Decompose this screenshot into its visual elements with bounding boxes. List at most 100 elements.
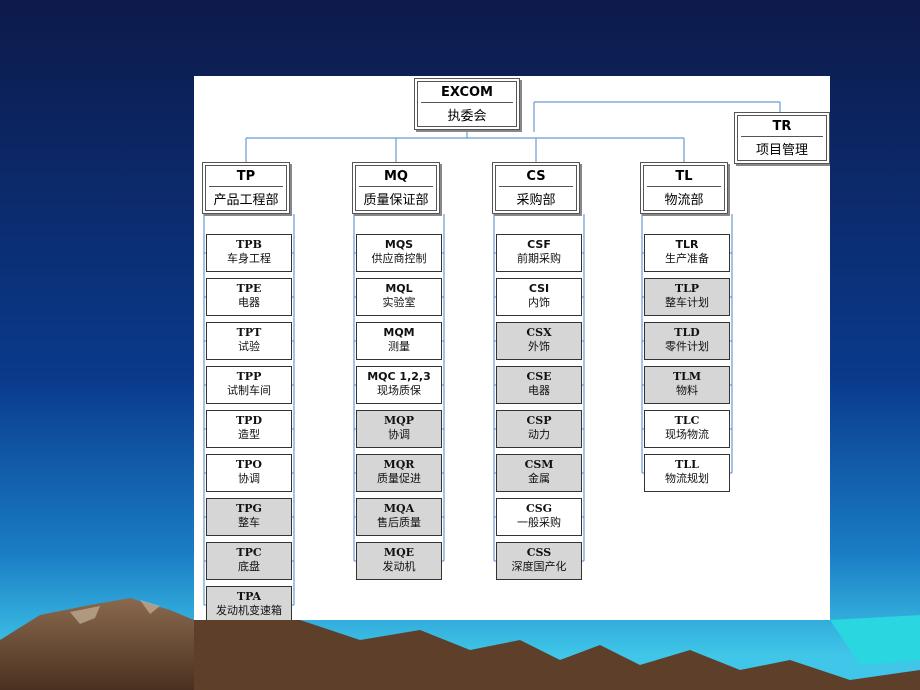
unit-code: CSF — [527, 238, 551, 251]
divider — [209, 186, 283, 187]
unit-name: 一般采购 — [517, 516, 561, 530]
department-code: CS — [526, 169, 546, 184]
department-name: 产品工程部 — [213, 193, 279, 208]
divider — [741, 136, 823, 137]
unit-code: MQC 1,2,3 — [367, 370, 431, 383]
unit-name: 前期采购 — [517, 252, 561, 266]
department-box-tp: TP 产品工程部 — [202, 162, 290, 214]
unit-name: 实验室 — [382, 296, 416, 310]
department-code: TP — [236, 169, 256, 184]
unit-code: TLC — [674, 414, 700, 427]
unit-code: CSE — [526, 370, 552, 383]
tr-name: 项目管理 — [755, 143, 808, 158]
unit-code: TPE — [236, 282, 262, 295]
unit-name: 发动机变速箱 — [216, 604, 282, 618]
unit-name: 现场物流 — [665, 428, 709, 442]
tr-box: TR 项目管理 — [734, 112, 830, 164]
connector-lines — [203, 101, 781, 606]
unit-code: MQE — [383, 546, 415, 559]
department-code: MQ — [384, 169, 408, 184]
unit-code: MQM — [383, 326, 415, 339]
unit-name: 内饰 — [528, 296, 550, 310]
unit-code: TLD — [674, 326, 700, 339]
unit-code: CSI — [528, 282, 550, 295]
unit-code: TPD — [236, 414, 262, 427]
excom-code: EXCOM — [441, 85, 493, 100]
divider — [421, 102, 513, 103]
unit-name: 动力 — [528, 428, 550, 442]
department-name: 质量保证部 — [363, 193, 429, 208]
unit-code: MQA — [383, 502, 415, 515]
unit-name: 生产准备 — [665, 252, 709, 266]
unit-name: 车身工程 — [227, 252, 271, 266]
unit-name: 深度国产化 — [511, 560, 567, 574]
unit-code: TPC — [236, 546, 262, 559]
divider — [499, 186, 573, 187]
divider — [647, 186, 721, 187]
mountain-ridge — [194, 620, 920, 690]
unit-name: 电器 — [528, 384, 550, 398]
unit-code: MQR — [383, 458, 415, 471]
unit-code: TLP — [674, 282, 700, 295]
unit-code: TPG — [236, 502, 262, 515]
mountains — [0, 598, 194, 690]
unit-code: MQS — [384, 238, 414, 251]
unit-code: TPO — [235, 458, 263, 471]
unit-code: CSM — [524, 458, 554, 471]
unit-name: 底盘 — [238, 560, 260, 574]
unit-code: CSX — [526, 326, 552, 339]
unit-code: MQL — [385, 282, 413, 295]
unit-name: 供应商控制 — [371, 252, 427, 266]
unit-name: 售后质量 — [377, 516, 421, 530]
unit-name: 金属 — [528, 472, 550, 486]
unit-code: CSG — [525, 502, 553, 515]
unit-name: 整车 — [238, 516, 260, 530]
unit-name: 整车计划 — [665, 296, 709, 310]
tr-code: TR — [772, 119, 792, 134]
unit-code: CSS — [526, 546, 552, 559]
unit-name: 试验 — [238, 340, 260, 354]
unit-code: TPA — [236, 590, 262, 603]
unit-code: CSP — [526, 414, 552, 427]
unit-code: TPP — [236, 370, 262, 383]
excom-box: EXCOM 执委会 — [414, 78, 520, 130]
department-box-mq: MQ 质量保证部 — [352, 162, 440, 214]
unit-name: 质量促进 — [377, 472, 421, 486]
department-name: 采购部 — [516, 193, 556, 208]
department-name: 物流部 — [664, 193, 704, 208]
unit-code: TPT — [236, 326, 262, 339]
unit-name: 造型 — [238, 428, 260, 442]
unit-name: 物料 — [676, 384, 698, 398]
unit-name: 零件计划 — [665, 340, 709, 354]
unit-name: 外饰 — [528, 340, 550, 354]
divider — [359, 186, 433, 187]
